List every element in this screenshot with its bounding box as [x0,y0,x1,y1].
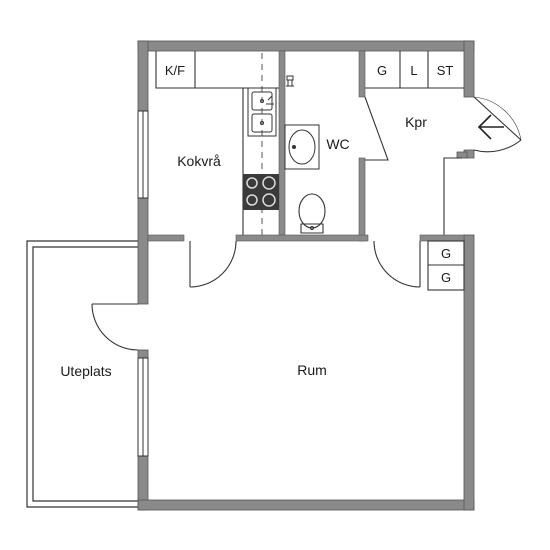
room-label-kpr: Kpr [405,114,427,130]
window-kitchen [137,110,149,199]
sink-icon [247,87,277,137]
closet-row [365,51,464,89]
room-label-uteplats: Uteplats [60,363,111,379]
tap-icon [286,75,294,87]
storage-g [427,240,465,291]
terrace [26,240,138,508]
fixture-label-st: ST [437,63,454,78]
fixture-label-g-lower: G [441,270,451,285]
exterior-walls [137,40,475,511]
kitchen-counter [155,51,279,235]
fixture-label-g: G [377,63,387,78]
interior-walls [147,50,465,242]
doors [91,96,522,351]
fixture-label-g-upper: G [441,246,451,261]
fixture-label-l: L [410,63,417,78]
entrance-arrow-icon [477,114,504,140]
fixture-label-kf: K/F [165,63,185,78]
room-label-rum: Rum [297,362,327,378]
room-label-kokvra: Kokvrå [177,153,221,169]
window-room [137,357,149,457]
washbasin-icon [284,124,320,170]
closet-outline [443,157,462,235]
stove-icon [243,174,279,210]
room-label-wc: WC [326,136,349,152]
toilet-icon [298,193,326,234]
